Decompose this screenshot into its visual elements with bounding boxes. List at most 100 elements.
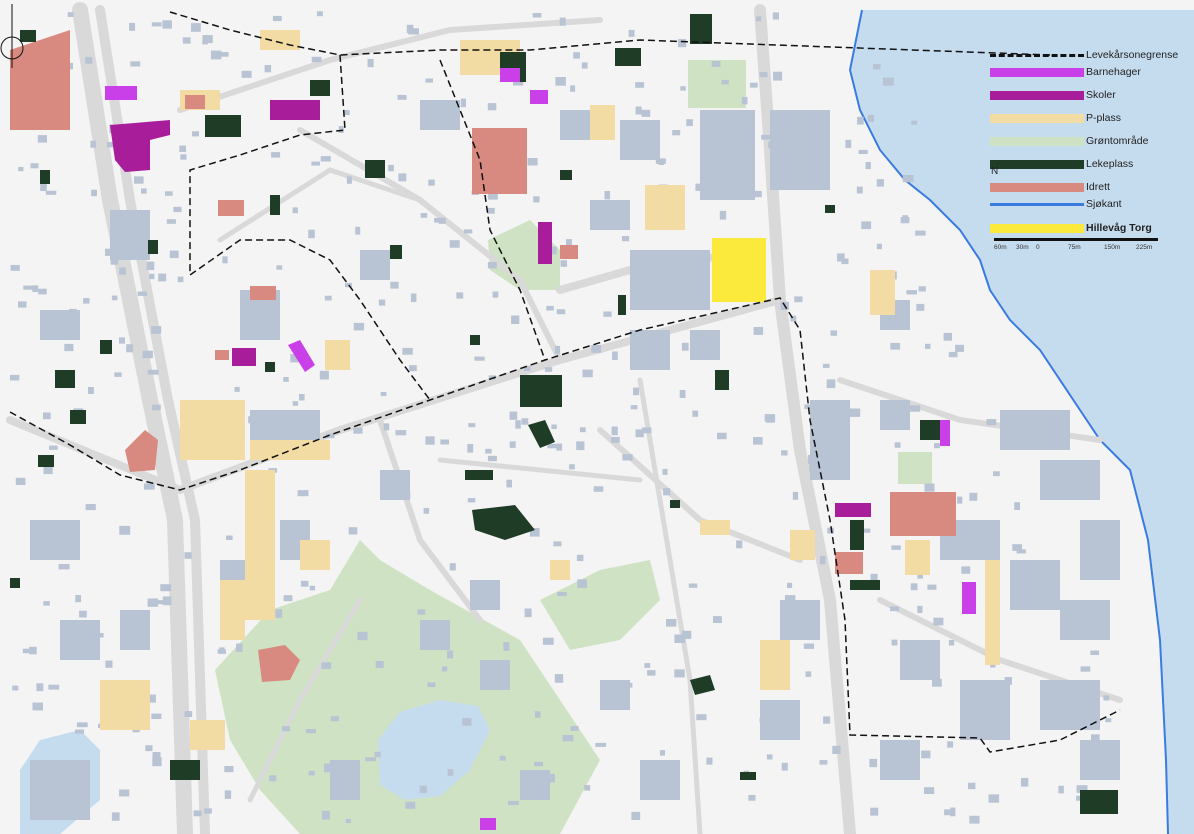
house: [635, 429, 644, 438]
house: [800, 170, 809, 180]
house: [591, 205, 597, 210]
house: [557, 592, 567, 597]
scale-label: 225m: [1136, 244, 1153, 251]
house: [487, 262, 497, 269]
house: [428, 179, 435, 186]
house: [32, 285, 39, 292]
house: [515, 420, 521, 429]
house: [488, 192, 498, 200]
house: [604, 191, 611, 200]
house: [862, 528, 871, 533]
house: [29, 646, 37, 655]
house: [64, 343, 74, 352]
house: [753, 327, 764, 335]
house: [635, 82, 645, 88]
house: [988, 794, 1000, 803]
house: [947, 741, 954, 748]
house: [595, 742, 607, 747]
house: [576, 554, 584, 562]
house: [841, 258, 849, 265]
house: [10, 264, 20, 271]
house: [324, 763, 333, 773]
house: [681, 342, 689, 351]
house: [827, 527, 834, 534]
house: [633, 387, 639, 396]
house: [463, 229, 473, 234]
house: [50, 325, 57, 333]
house: [1021, 777, 1029, 787]
house: [487, 103, 497, 111]
house: [556, 443, 563, 451]
house: [503, 642, 510, 651]
house: [706, 757, 713, 765]
house: [756, 16, 762, 22]
house: [321, 810, 330, 820]
house: [145, 745, 153, 752]
house: [126, 344, 134, 353]
scale-label: 60m: [994, 244, 1007, 251]
house: [345, 818, 351, 823]
house: [420, 213, 428, 218]
house: [570, 726, 579, 731]
house: [766, 754, 773, 760]
house: [641, 109, 651, 117]
house: [925, 343, 931, 349]
house: [147, 598, 159, 607]
road-network: [6, 2, 1123, 834]
house: [781, 762, 788, 771]
house: [370, 264, 380, 274]
house: [873, 64, 881, 70]
scale-label: 150m: [1104, 244, 1121, 251]
house: [425, 78, 433, 83]
house: [820, 555, 826, 565]
house: [417, 609, 426, 615]
house: [511, 315, 520, 324]
house: [542, 637, 554, 645]
house: [858, 149, 868, 154]
house: [697, 335, 707, 343]
house: [674, 634, 686, 643]
hillevag-torg[interactable]: [712, 238, 766, 302]
house: [513, 79, 524, 86]
legend-swatch: [990, 113, 1084, 123]
house: [119, 525, 131, 535]
house: [147, 369, 159, 375]
house: [948, 351, 958, 358]
legend-label: Hillevåg Torg: [1086, 222, 1152, 234]
house: [602, 203, 608, 213]
house: [784, 595, 796, 601]
house: [762, 714, 770, 723]
house: [272, 15, 282, 22]
legend-swatch: [990, 223, 1084, 233]
house: [348, 527, 358, 535]
house: [179, 145, 186, 152]
house: [641, 427, 652, 434]
house: [787, 582, 793, 588]
house: [529, 528, 540, 537]
house: [299, 394, 305, 401]
legend-label: P-plass: [1086, 112, 1122, 124]
house: [390, 281, 399, 289]
house: [357, 631, 368, 641]
house: [173, 206, 182, 213]
house: [69, 308, 77, 318]
house: [488, 375, 496, 380]
house: [584, 785, 591, 791]
house: [813, 444, 819, 453]
house: [311, 56, 322, 63]
legend-item-sports: Idrett: [990, 178, 1110, 196]
house: [1004, 677, 1012, 685]
house: [283, 377, 289, 382]
shoreline: [848, 9, 1169, 834]
house: [641, 766, 651, 776]
legend-label: Lekeplass: [1086, 158, 1134, 170]
house: [809, 463, 819, 472]
house: [776, 138, 785, 145]
house: [177, 276, 184, 283]
house: [91, 189, 97, 197]
house: [383, 423, 390, 431]
house: [32, 702, 43, 711]
house: [559, 17, 566, 26]
house: [22, 648, 30, 654]
